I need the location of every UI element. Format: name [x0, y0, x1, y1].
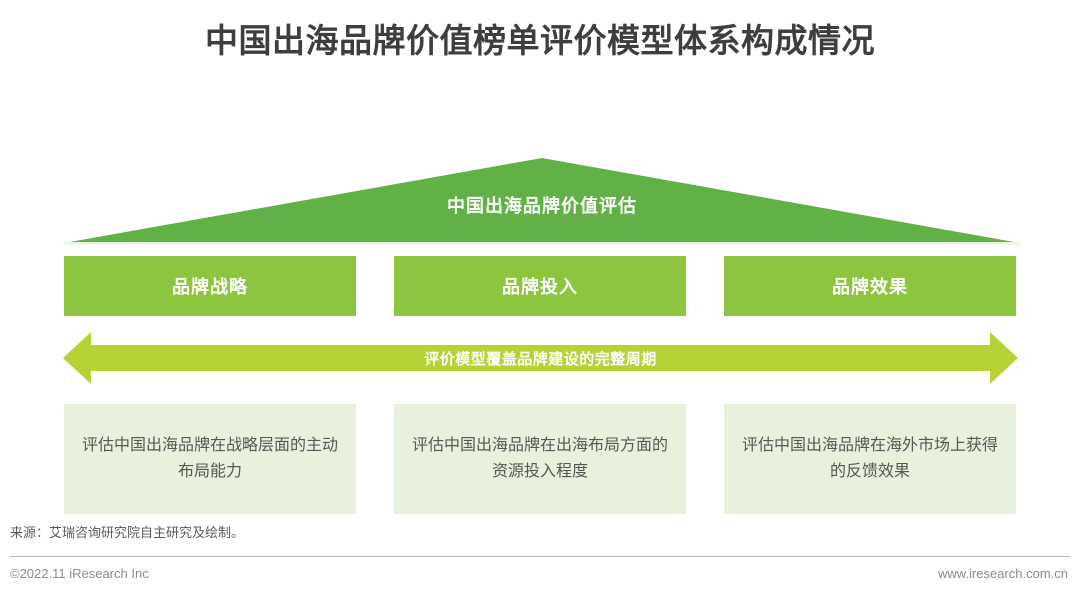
description-brand-strategy: 评估中国出海品牌在战略层面的主动布局能力: [64, 404, 356, 514]
description-text: 评估中国出海品牌在海外市场上获得的反馈效果: [741, 437, 998, 480]
footer-divider: [10, 556, 1070, 557]
footer-copyright: ©2022.11 iResearch Inc: [10, 566, 149, 581]
pillar-label: 品牌战略: [172, 277, 248, 297]
pyramid-shape: 中国出海品牌价值评估: [64, 158, 1020, 245]
pyramid-triangle-icon: [64, 158, 1020, 245]
description-row: 评估中国出海品牌在战略层面的主动布局能力 评估中国出海品牌在出海布局方面的资源投…: [64, 404, 1016, 514]
pillar-brand-investment[interactable]: 品牌投入: [394, 256, 686, 316]
pillar-brand-effect[interactable]: 品牌效果: [724, 256, 1016, 316]
double-arrow-icon: [63, 332, 1018, 384]
description-brand-investment: 评估中国出海品牌在出海布局方面的资源投入程度: [394, 404, 686, 514]
pillar-label: 品牌投入: [502, 277, 578, 297]
pillar-label: 品牌效果: [832, 277, 908, 297]
description-brand-effect: 评估中国出海品牌在海外市场上获得的反馈效果: [724, 404, 1016, 514]
description-text: 评估中国出海品牌在出海布局方面的资源投入程度: [411, 437, 668, 480]
page-title: 中国出海品牌价值榜单评价模型体系构成情况: [205, 22, 875, 59]
pillar-brand-strategy[interactable]: 品牌战略: [64, 256, 356, 316]
source-note: 来源：艾瑞咨询研究院自主研究及绘制。: [10, 525, 245, 540]
footer-website[interactable]: www.iresearch.com.cn: [937, 566, 1068, 581]
pillar-row: 品牌战略 品牌投入 品牌效果: [64, 256, 1016, 316]
description-text: 评估中国出海品牌在战略层面的主动布局能力: [81, 437, 338, 480]
cycle-arrow: 评价模型覆盖品牌建设的完整周期: [63, 332, 1018, 384]
